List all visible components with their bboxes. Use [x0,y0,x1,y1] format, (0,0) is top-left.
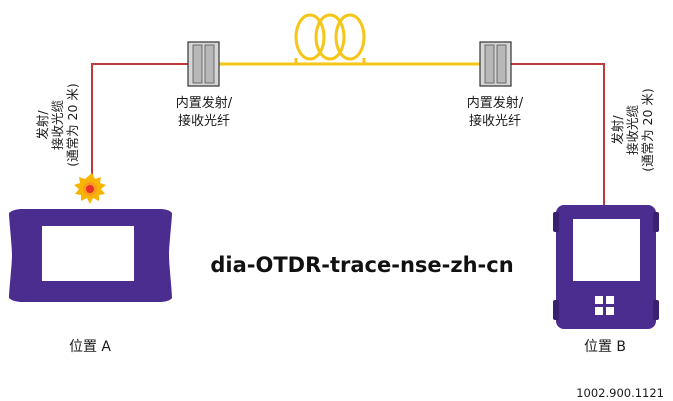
left-cable-label: 发射/ 接收光缆 (通常为 20 米) [35,83,80,167]
connector-burst-icon [74,173,106,204]
diagram-title: dia-OTDR-trace-nse-zh-cn [210,253,513,277]
fiber-spool-icon [294,13,366,64]
right-launch-module [479,41,512,87]
left-cable-label-line2: 接收光缆 [50,100,65,151]
site-b-label: 位置 B [584,339,626,355]
right-cable-label-line2: 接收光缆 [625,105,640,156]
keypad-icon [595,296,614,315]
right-cable-label-line3: (通常为 20 米) [640,88,655,172]
right-module-label-line1: 内置发射/ [467,95,524,111]
left-launch-module [187,41,220,87]
right-module-label-line2: 接收光纤 [469,113,521,129]
right-cable-label-line1: 发射/ [610,115,625,145]
document-number: 1002.900.1121 [576,386,664,400]
left-cable-label-line1: 发射/ [35,110,50,140]
left-module-label-line1: 内置发射/ [176,95,233,111]
left-module-label-line2: 接收光纤 [178,113,230,129]
site-a-label: 位置 A [69,339,111,355]
right-cable-label: 发射/ 接收光缆 (通常为 20 米) [610,88,655,172]
left-cable-label-line3: (通常为 20 米) [65,83,80,167]
right-receive-cable [511,63,605,210]
otdr-tablet-icon [9,209,172,302]
otdr-handheld-icon [553,205,659,329]
left-launch-cable [91,63,188,192]
